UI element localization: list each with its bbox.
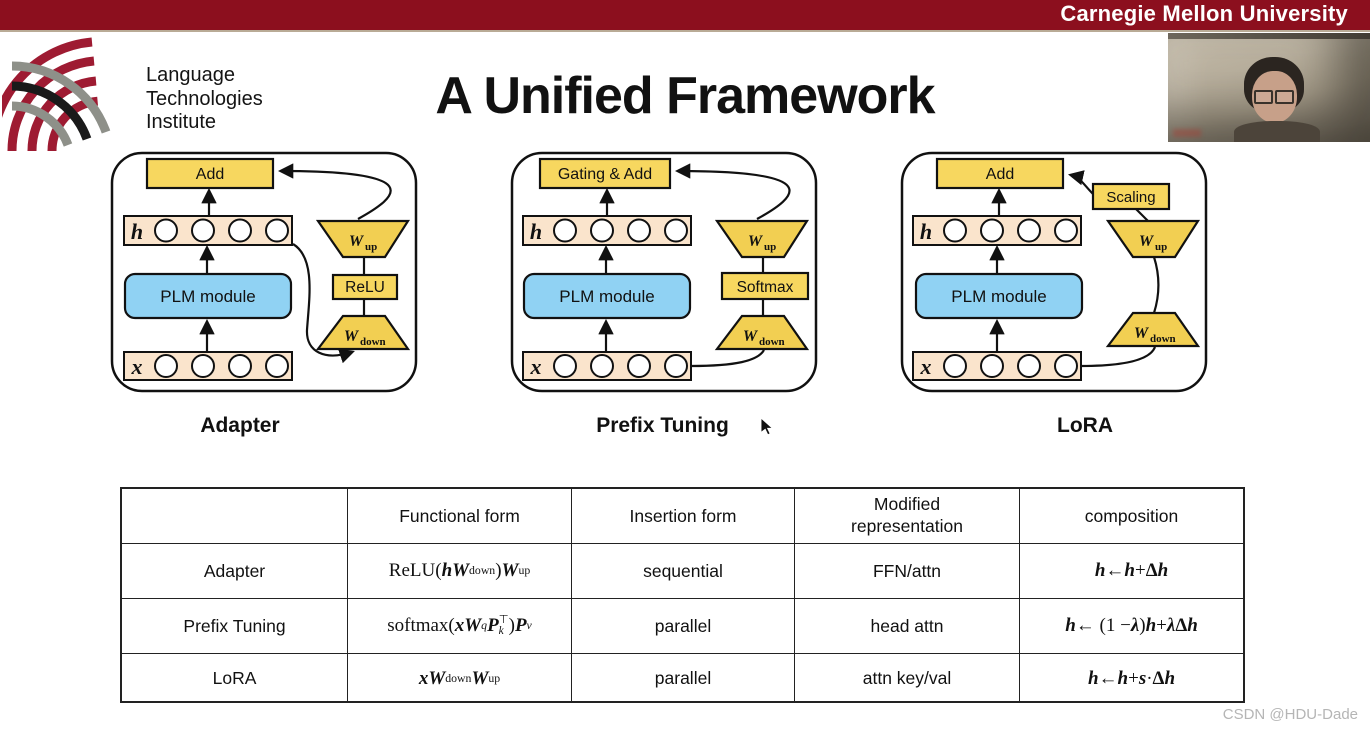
table-row-lora-modified: attn key/val [795,654,1020,703]
table-row-adapter-insertion: sequential [572,544,795,599]
university-name: Carnegie Mellon University [1060,1,1348,26]
prefix-wup-sub: up [764,241,776,253]
lti-logo-icon [2,37,111,152]
speaker-glasses-right [1275,90,1294,104]
prefix-wup-trapezoid [714,219,810,259]
table-header-composition: composition [1020,489,1243,544]
speaker-face [1252,71,1297,123]
table-header-insertion-form: Insertion form [572,489,795,544]
adapter-wup-base: W [349,233,365,250]
adapter-h-label: h [131,219,143,244]
webcam-red-blur [1173,129,1201,137]
table-header-blank [122,489,348,544]
comparison-table: Functional form Insertion form Modified … [120,487,1245,703]
webcam-ceiling-edge [1168,33,1370,39]
lora-wup-base: W [1139,233,1155,250]
table-row-lora-insertion: parallel [572,654,795,703]
speaker-glasses-left [1254,90,1273,104]
table-header-functional-form: Functional form [348,489,572,544]
prefix-wdown-sub: down [759,336,785,348]
prefix-h-label: h [530,219,542,244]
lora-wup-trapezoid [1105,219,1201,259]
lora-plm-label: PLM module [951,287,1046,306]
lora-scaling-box [1091,182,1171,211]
prefix-gating-add-label: Gating & Add [558,166,652,183]
prefix-arrows [598,163,791,368]
adapter-wup-trapezoid [315,219,411,259]
lora-plm-box [914,272,1084,320]
adapter-relu-label: ReLU [345,279,385,296]
lora-h-label: h [920,219,932,244]
table-header-modified-representation: Modified representation [795,489,1020,544]
prefix-wdown-trapezoid [714,314,810,351]
prefix-plm-label: PLM module [559,287,654,306]
table-row-adapter-name: Adapter [122,544,348,599]
csdn-watermark: CSDN @HDU-Dade [1222,706,1358,723]
adapter-plm-box [123,272,293,320]
adapter-container [110,151,418,393]
prefix-wup-base: W [748,233,764,250]
table-row-prefix-modified: head attn [795,599,1020,654]
adapter-diagram: Add h PLM module x W up ReLU W down [110,151,418,393]
lora-diagram: Add Scaling h PLM module x W up W down [900,151,1208,393]
adapter-h-units [154,218,289,243]
lora-wup-sub: up [1155,241,1167,253]
lora-wdown-trapezoid [1105,311,1201,348]
lora-add-box [935,157,1065,190]
lti-line1: Language [146,64,235,86]
prefix-tuning-caption: Prefix Tuning [596,414,729,437]
speaker-body [1234,121,1320,142]
mouse-cursor-icon [760,417,774,436]
adapter-caption: Adapter [200,414,280,437]
webcam-video [1168,33,1370,142]
lora-wdown-sub: down [1150,333,1176,345]
adapter-wup-sub: up [365,241,377,253]
slide-title: A Unified Framework [435,67,935,125]
lora-container [900,151,1208,393]
prefix-tuning-diagram: Gating & Add h PLM module x W up Softmax… [510,151,818,393]
prefix-h-units [553,218,688,243]
prefix-wdown-base: W [743,328,759,345]
cmu-banner: Carnegie Mellon University [0,0,1370,32]
lora-caption: LoRA [1057,414,1113,437]
table-header-modified-representation-text: Modified representation [851,494,963,536]
table-row-prefix-name: Prefix Tuning [122,599,348,654]
adapter-plm-label: PLM module [160,287,255,306]
lora-x-label: x [920,354,932,379]
lora-wdown-base: W [1134,325,1150,342]
prefix-softmax-label: Softmax [737,279,794,296]
table-row-lora-name: LoRA [122,654,348,703]
adapter-add-box [145,157,275,190]
adapter-wdown-trapezoid [315,314,411,351]
adapter-arrows [199,163,392,364]
prefix-x-label: x [530,354,542,379]
table-row-prefix-insertion: parallel [572,599,795,654]
lti-line3: Institute [146,111,217,134]
table-row-adapter-modified: FFN/attn [795,544,1020,599]
adapter-add-label: Add [196,166,224,183]
adapter-relu-box [331,273,399,301]
prefix-container [510,151,818,393]
prefix-x-units [553,354,688,378]
lora-scaling-label: Scaling [1106,189,1155,206]
adapter-wdown-sub: down [360,336,386,348]
lti-line2: Technologies [146,87,263,110]
prefix-gating-add-box [538,157,672,190]
lti-logo-text: Language Technologies Institute [146,64,263,135]
prefix-plm-box [522,272,692,320]
adapter-x-units [154,354,289,378]
adapter-wdown-base: W [344,328,360,345]
adapter-x-label: x [131,354,143,379]
lora-add-label: Add [986,166,1014,183]
lora-arrows [989,170,1160,368]
lora-h-units [943,218,1078,243]
lora-x-units [943,354,1078,378]
prefix-softmax-box [720,271,810,301]
